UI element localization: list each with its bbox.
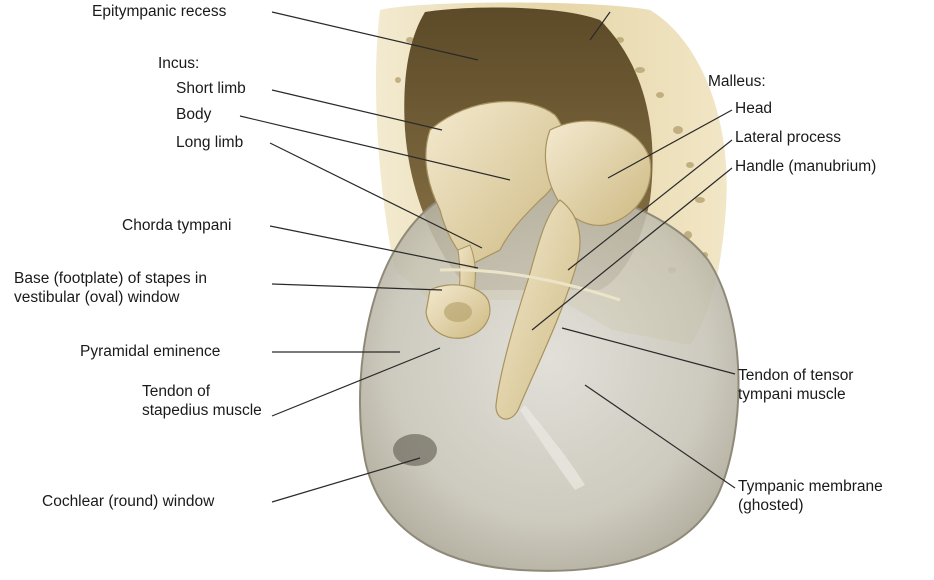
incus-short-limb-label: Short limb <box>176 80 246 98</box>
chorda-tympani-label: Chorda tympani <box>122 217 231 235</box>
tendon-stapedius-label-line1: Tendon of <box>142 383 210 401</box>
epitympanic-recess-label: Epitympanic recess <box>92 3 226 21</box>
malleus-handle-label: Handle (manubrium) <box>735 158 876 176</box>
cochlear-window-label: Cochlear (round) window <box>42 493 214 511</box>
tendon-stapedius-label-line2: stapedius muscle <box>142 402 262 420</box>
malleus-head-label: Head <box>735 100 772 118</box>
malleus-heading: Malleus: <box>708 73 766 91</box>
round-window-shadow <box>393 434 437 466</box>
incus-long-limb-label: Long limb <box>176 134 243 152</box>
tendon-tensor-label-line2: tympani muscle <box>738 386 846 404</box>
tympanic-membrane-label-line2: (ghosted) <box>738 497 803 515</box>
malleus-lateral-process-label: Lateral process <box>735 129 841 147</box>
pyramidal-eminence-label: Pyramidal eminence <box>80 343 220 361</box>
tendon-tensor-label-line1: Tendon of tensor <box>738 367 853 385</box>
incus-body-label: Body <box>176 106 211 124</box>
stapes-base-label-line1: Base (footplate) of stapes in <box>14 270 207 288</box>
tympanic-membrane-label-line1: Tympanic membrane <box>738 478 883 496</box>
incus-heading: Incus: <box>158 55 199 73</box>
stapes-base-label-line2: vestibular (oval) window <box>14 289 179 307</box>
